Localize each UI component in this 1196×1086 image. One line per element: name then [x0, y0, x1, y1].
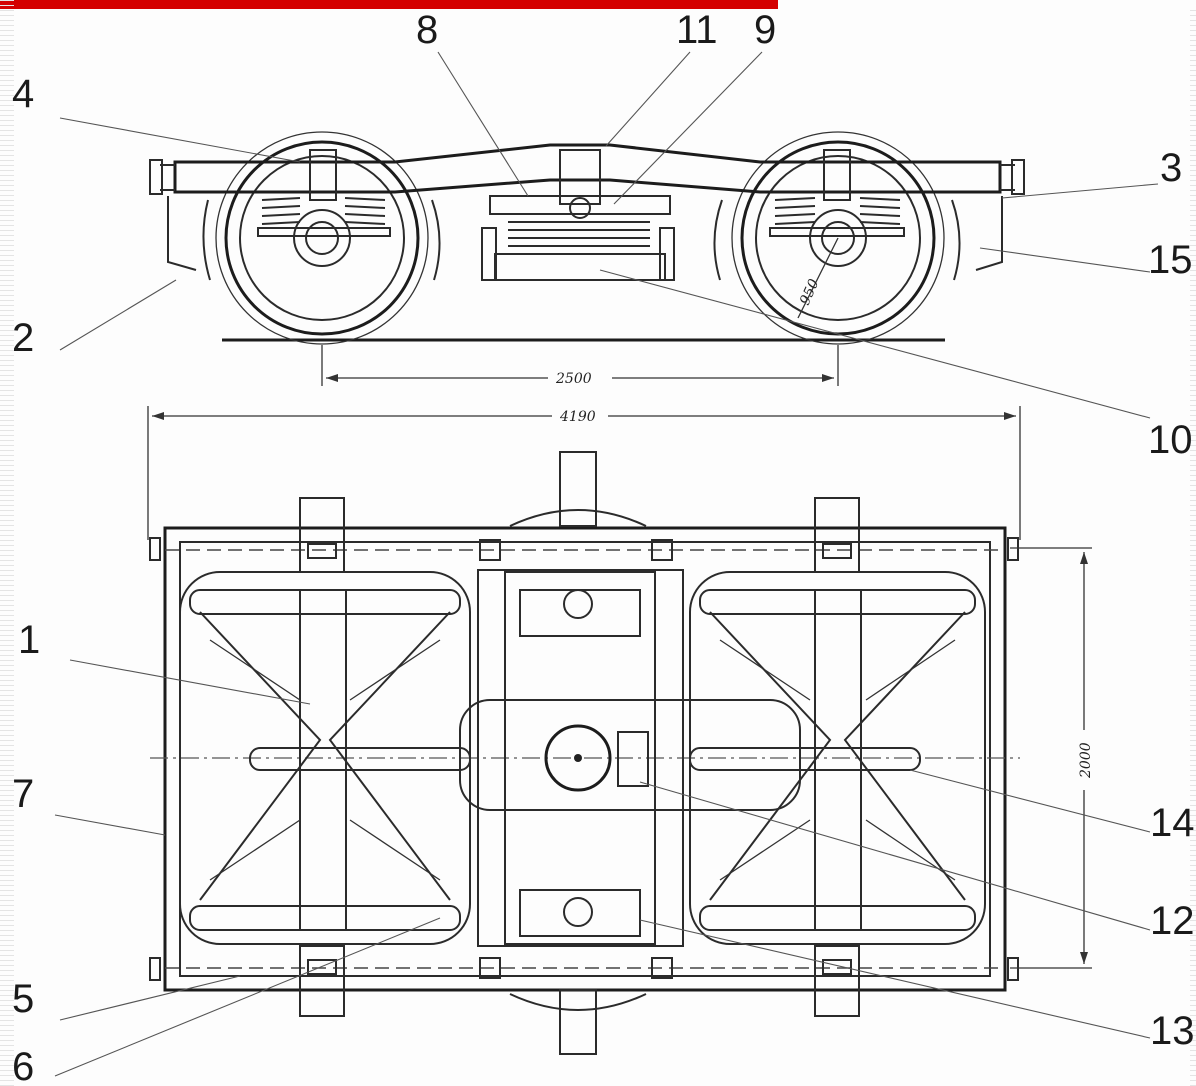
callout-14: 14 [1150, 801, 1195, 845]
side-frame [173, 143, 1002, 194]
leader-3 [1001, 183, 1159, 199]
dimension-length-label: 4190 [559, 409, 596, 425]
bogie-frame-outline [163, 526, 1007, 992]
callout-2: 2 [12, 316, 34, 360]
brake-shoe-right-outer [951, 199, 961, 281]
brake-rigging-bottom [509, 989, 647, 1055]
central-suspension-side [481, 149, 675, 281]
brake-shoe-left-inner [431, 199, 441, 281]
dimension-wheel-diameter-label: 950 [797, 277, 823, 308]
callout-8: 8 [416, 8, 438, 52]
dimension-track-label: 2000 [1078, 742, 1094, 779]
leader-11 [605, 51, 691, 147]
brake-shoe-left-outer [202, 199, 211, 281]
callout-13: 13 [1150, 1009, 1195, 1053]
leader-7 [54, 814, 166, 836]
callout-5: 5 [12, 977, 34, 1021]
central-bolster-plan [459, 539, 801, 979]
left-wheelset-side [215, 131, 429, 345]
brake-rigging-top [509, 451, 647, 527]
dimension-overall-length [147, 406, 1021, 540]
callout-7: 7 [12, 772, 34, 816]
callout-1: 1 [18, 618, 40, 662]
leader-10 [599, 269, 1151, 419]
plan-view [147, 406, 1092, 1055]
callout-6: 6 [12, 1045, 34, 1086]
dimension-wheelbase [321, 345, 839, 386]
callout-9: 9 [754, 8, 776, 52]
axlebox-springs-left [257, 149, 391, 237]
frame-end-bolts [149, 537, 1019, 981]
leader-15 [979, 247, 1151, 273]
axlebox-springs-right [769, 149, 905, 237]
left-wheelset-plan [179, 497, 471, 1017]
dimension-track [1010, 547, 1092, 969]
dimension-wheelbase-label: 2500 [555, 371, 592, 387]
leader-14 [909, 769, 1151, 833]
leader-6 [54, 917, 441, 1077]
slide-title-bar [0, 0, 778, 9]
leader-4 [59, 117, 301, 163]
leader-5 [59, 975, 241, 1021]
leader-9 [613, 51, 763, 205]
callout-leaders [54, 51, 1159, 1077]
callout-3: 3 [1160, 146, 1182, 190]
leader-12 [639, 781, 1151, 931]
slide-edge-right [1190, 10, 1196, 1086]
leader-8 [437, 51, 529, 197]
callout-10: 10 [1148, 418, 1193, 462]
slide-edge-left [0, 0, 14, 1086]
leader-1 [69, 659, 311, 705]
brake-shoe-right-inner [713, 199, 723, 281]
dimension-wheel-diameter-line [797, 237, 839, 319]
leader-2 [59, 279, 177, 351]
callout-15: 15 [1148, 238, 1193, 282]
right-wheelset-plan [689, 497, 986, 1017]
callout-11: 11 [676, 8, 718, 52]
leader-13 [639, 919, 1151, 1039]
callout-labels: 4 2 8 11 9 3 15 10 1 7 14 12 5 6 13 [12, 8, 1195, 1086]
callout-4: 4 [12, 72, 34, 116]
callout-12: 12 [1150, 899, 1195, 943]
side-view [149, 131, 1025, 386]
center-pivot [544, 724, 612, 792]
